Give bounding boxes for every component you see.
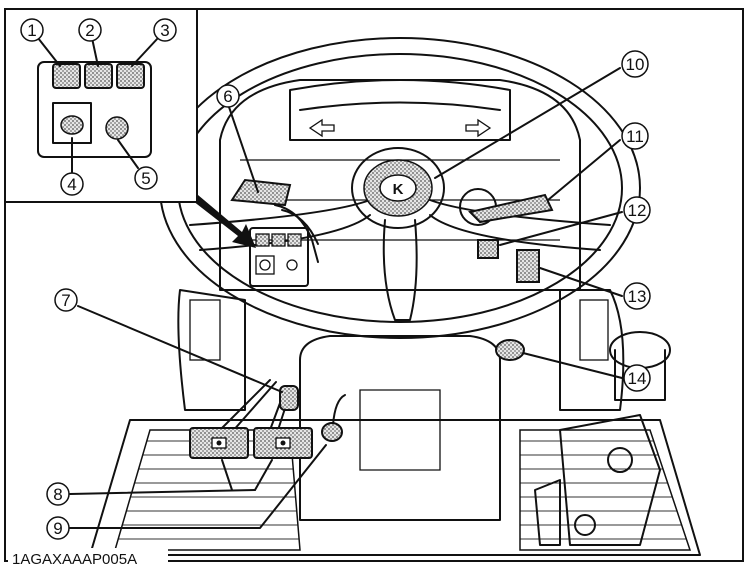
callout-1: 1 [20, 18, 44, 42]
svg-text:3: 3 [160, 21, 169, 40]
tractor-body [89, 79, 701, 556]
svg-text:2: 2 [85, 21, 94, 40]
brand-logo [379, 174, 417, 202]
svg-text:5: 5 [141, 169, 150, 188]
pedal-assembly [189, 379, 346, 459]
right-turn-arrow-icon [465, 118, 492, 138]
callout-4: 4 [60, 172, 84, 196]
left-combination-lever [230, 178, 319, 263]
right-combination-lever [459, 188, 554, 226]
mini-switch-panel [249, 227, 309, 287]
right-switch-small [477, 239, 499, 259]
left-turn-arrow-icon [308, 118, 335, 138]
svg-text:1: 1 [27, 21, 36, 40]
callout-8: 8 [46, 482, 70, 506]
svg-text:12: 12 [628, 201, 647, 220]
indicator-5 [105, 116, 129, 140]
callout-14: 14 [623, 364, 651, 392]
steering-wheel: K [159, 37, 641, 339]
callout-5: 5 [134, 166, 158, 190]
svg-text:14: 14 [628, 369, 647, 388]
switch-3 [116, 63, 145, 89]
indicator-4 [60, 115, 84, 135]
figure-code-backing [8, 548, 168, 568]
svg-text:8: 8 [53, 485, 62, 504]
svg-text:10: 10 [626, 55, 645, 74]
svg-text:6: 6 [223, 87, 232, 106]
pointer-arrow [193, 195, 256, 248]
svg-text:11: 11 [626, 127, 644, 146]
callout-3: 3 [153, 18, 177, 42]
svg-text:4: 4 [67, 175, 76, 194]
figure-code: 1AGAXAAAP005A [12, 551, 137, 568]
callout-11: 11 [621, 122, 649, 150]
round-switch [495, 339, 525, 361]
switch-2 [84, 63, 113, 89]
callout-13: 13 [623, 282, 651, 310]
right-switch-tall [516, 249, 540, 283]
callout-12: 12 [623, 196, 651, 224]
leader-lines [37, 37, 623, 529]
callout-9: 9 [46, 516, 70, 540]
svg-text:9: 9 [53, 519, 62, 538]
figure-frame [4, 8, 744, 562]
brand-logo-letter: K [393, 181, 404, 198]
svg-text:13: 13 [628, 287, 647, 306]
right-floor-mat [519, 429, 692, 551]
callout-2: 2 [78, 18, 102, 42]
switch-1 [52, 63, 81, 89]
seat-pedal-bracket [559, 414, 661, 546]
callout-6: 6 [216, 84, 240, 108]
svg-text:7: 7 [61, 291, 70, 310]
callout-10: 10 [621, 50, 649, 78]
callout-7: 7 [54, 288, 78, 312]
